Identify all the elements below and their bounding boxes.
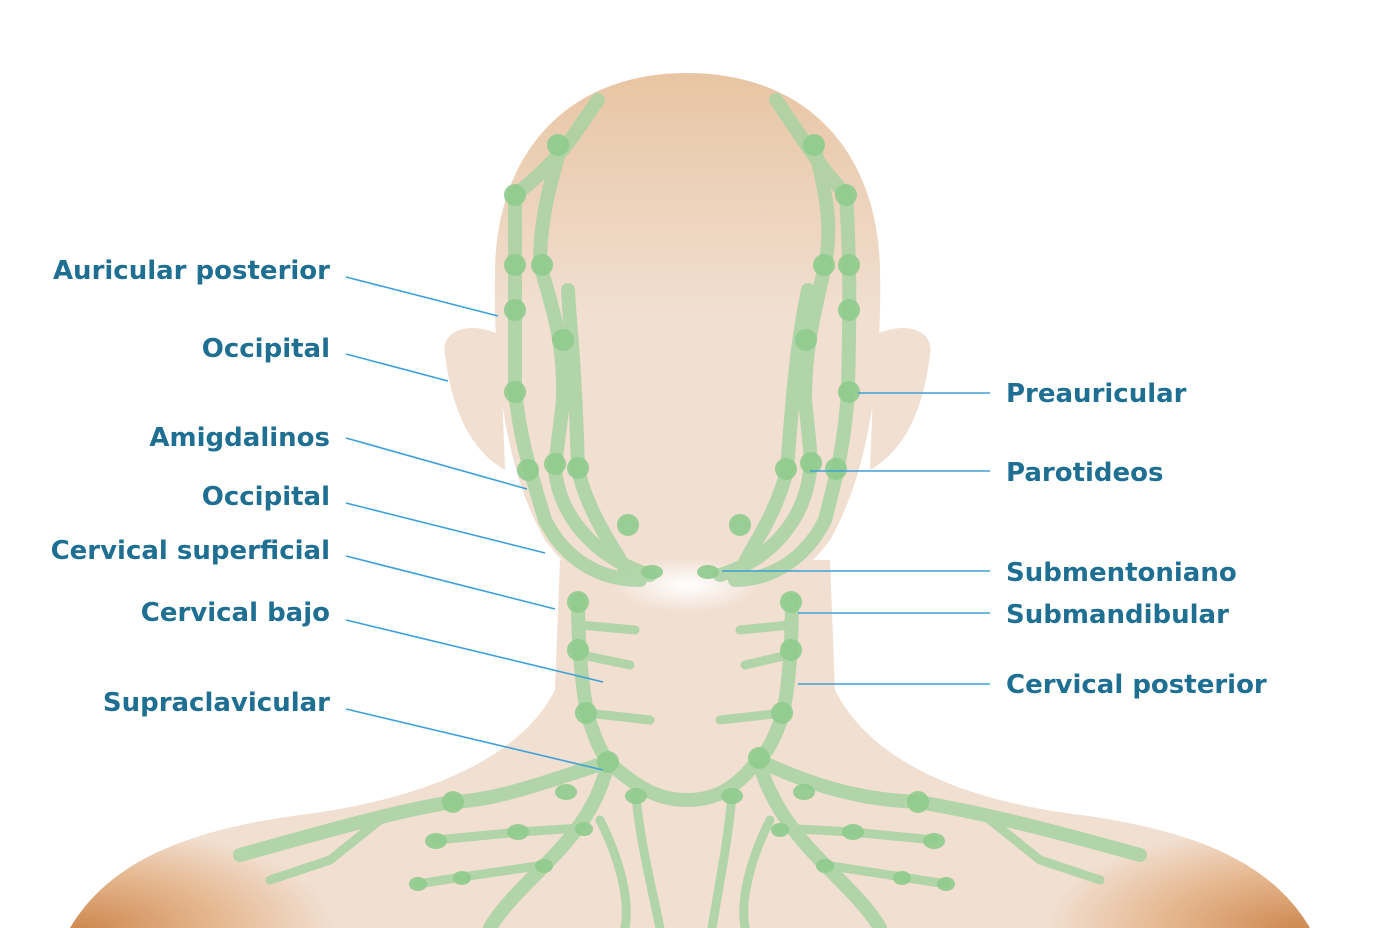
vessel-right-inner <box>713 143 836 582</box>
node <box>923 833 945 849</box>
node <box>625 788 647 804</box>
node <box>442 791 464 813</box>
vessel-branch-15 <box>595 815 631 928</box>
node <box>555 784 577 800</box>
right-ear <box>870 327 931 470</box>
node <box>800 452 822 474</box>
node <box>748 747 770 769</box>
vessel-branch-14 <box>707 791 737 928</box>
node <box>504 381 526 403</box>
node <box>531 254 553 276</box>
node <box>780 591 802 613</box>
node <box>813 254 835 276</box>
leader-cervical-superficial <box>345 555 556 610</box>
leader-occipital-2 <box>345 502 546 554</box>
node <box>507 824 529 840</box>
vessel-center <box>601 753 765 807</box>
node <box>575 702 597 724</box>
leader-supraclavicular <box>345 708 604 771</box>
node <box>721 788 743 804</box>
vessel-branch-1 <box>575 620 640 635</box>
node <box>775 458 797 480</box>
vessel-branch-16 <box>739 815 775 928</box>
label-occipital-lower: Occipital <box>201 482 330 512</box>
label-auricular-posterior: Auricular posterior <box>52 256 330 286</box>
node <box>697 565 719 579</box>
label-cervical-bajo: Cervical bajo <box>140 598 330 628</box>
node <box>425 833 447 849</box>
node <box>544 453 566 475</box>
node <box>567 639 589 661</box>
node <box>617 514 639 536</box>
vessel-branch-12 <box>985 815 1105 885</box>
vessel-left-inner <box>533 143 657 582</box>
node <box>842 824 864 840</box>
leader-lines <box>345 276 990 771</box>
node <box>567 591 589 613</box>
body-silhouette <box>70 560 1310 928</box>
node <box>793 784 815 800</box>
label-cervical-posterior: Cervical posterior <box>1006 670 1267 700</box>
node <box>517 459 539 481</box>
node <box>552 329 574 351</box>
node <box>504 254 526 276</box>
node <box>838 254 860 276</box>
node <box>893 871 911 885</box>
node <box>816 859 834 873</box>
node <box>771 702 793 724</box>
node <box>835 184 857 206</box>
label-submentoniano: Submentoniano <box>1006 558 1237 588</box>
label-submandibular: Submandibular <box>1006 600 1229 630</box>
node <box>729 514 751 536</box>
node <box>567 457 589 479</box>
node <box>780 639 802 661</box>
node <box>907 791 929 813</box>
leader-amigdalinos <box>345 437 528 490</box>
node <box>535 859 553 873</box>
node <box>803 134 825 156</box>
vessel-branch-5 <box>582 708 655 725</box>
node <box>575 822 593 836</box>
vessel-branch-13 <box>631 791 665 928</box>
node <box>641 565 663 579</box>
label-parotideos: Parotideos <box>1006 458 1164 488</box>
label-occipital-upper: Occipital <box>201 334 330 364</box>
label-supraclavicular: Supraclavicular <box>102 688 330 718</box>
vessel-branch-2 <box>577 650 635 670</box>
vessel-branch-4 <box>740 650 793 670</box>
lymph-nodes <box>409 134 955 891</box>
node <box>409 877 427 891</box>
node <box>504 299 526 321</box>
node <box>937 877 955 891</box>
node <box>597 751 619 773</box>
node <box>838 299 860 321</box>
node <box>825 458 847 480</box>
left-ear <box>444 327 505 470</box>
label-cervical-superficial: Cervical superficial <box>50 536 330 566</box>
label-amigdalinos: Amigdalinos <box>149 423 330 453</box>
leader-auricular-posterior <box>345 276 499 317</box>
node <box>771 823 789 837</box>
vessel-branch-3 <box>735 620 795 635</box>
node <box>504 184 526 206</box>
leader-cervical-bajo <box>345 619 604 683</box>
leader-occipital-1 <box>345 353 449 382</box>
node <box>453 871 471 885</box>
torso-shape <box>70 560 1310 928</box>
node <box>547 134 569 156</box>
node <box>838 381 860 403</box>
vessel-branch-11 <box>265 815 385 885</box>
label-preauricular: Preauricular <box>1006 379 1187 409</box>
node <box>795 329 817 351</box>
